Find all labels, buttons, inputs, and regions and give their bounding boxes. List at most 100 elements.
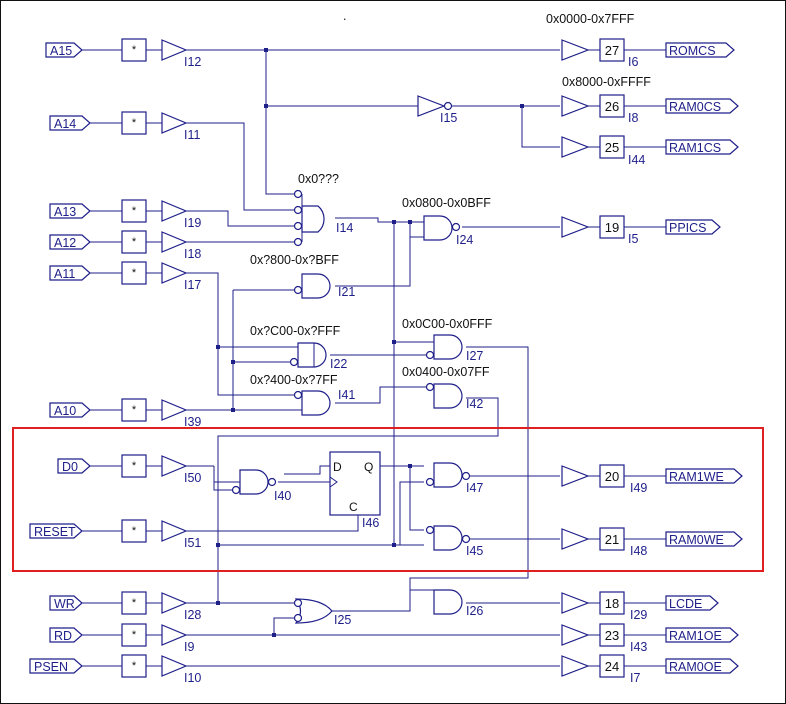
- svg-text:24: 24: [605, 659, 619, 674]
- svg-text:*: *: [132, 525, 137, 537]
- input-label-a15: A15: [50, 44, 72, 58]
- ff-pin-d: D: [333, 460, 342, 474]
- gate-i27-nand: I27: [425, 334, 483, 363]
- svg-text:I47: I47: [466, 481, 483, 495]
- svg-text:*: *: [132, 205, 137, 217]
- label-i11: I11: [184, 128, 200, 142]
- address-label-q400: 0x?400-0x?7FF: [250, 373, 338, 387]
- svg-text:26: 26: [605, 99, 619, 114]
- output-buffers: 27 I6 26 I8 25 I44 19 I5 20 I49: [561, 38, 647, 685]
- svg-text:I14: I14: [336, 221, 353, 235]
- address-label-ram: 0x8000-0xFFFF: [562, 75, 651, 89]
- input-label-a14: A14: [54, 117, 76, 131]
- label-i10: I10: [184, 671, 201, 685]
- gate-i41-and: I41: [293, 388, 355, 416]
- output-driver-ram1we: 20 I49: [561, 464, 647, 495]
- input-buffer-i17: * I17: [121, 261, 201, 292]
- output-driver-ppics: 19 I5: [561, 215, 638, 246]
- svg-text:25: 25: [605, 140, 619, 155]
- ff-pin-q: Q: [364, 460, 373, 474]
- svg-text:*: *: [132, 44, 137, 56]
- input-label-a10: A10: [54, 404, 76, 418]
- svg-text:RAM0OE: RAM0OE: [669, 660, 722, 674]
- input-label-psen: PSEN: [34, 660, 68, 674]
- output-port-ram0oe: RAM0OE: [665, 658, 739, 674]
- svg-text:RAM1CS: RAM1CS: [669, 141, 721, 155]
- input-port-reset: RESET: [29, 523, 83, 539]
- svg-text:I42: I42: [466, 397, 483, 411]
- input-port-a13: A13: [49, 203, 91, 219]
- input-port-d0: D0: [57, 458, 91, 474]
- svg-text:RAM0WE: RAM0WE: [669, 533, 724, 547]
- svg-text:*: *: [132, 236, 137, 248]
- input-label-a13: A13: [54, 205, 76, 219]
- gate-i22-and: I22: [289, 342, 347, 371]
- address-label-qc00: 0x?C00-0x?FFF: [250, 324, 341, 338]
- svg-text:*: *: [132, 597, 137, 609]
- label-i50: I50: [184, 471, 201, 485]
- input-ports: A15 A14 A13 A12 A11 A10 D0 RESET: [29, 42, 91, 674]
- address-label-ppi: 0x0800-0x0BFF: [402, 196, 491, 210]
- input-label-d0: D0: [62, 460, 78, 474]
- output-driver-ram1oe: 23 I43: [561, 623, 647, 654]
- svg-text:I24: I24: [456, 233, 473, 247]
- svg-text:*: *: [132, 404, 137, 416]
- gate-i24-nand: I24: [423, 215, 473, 247]
- svg-text:I40: I40: [274, 489, 291, 503]
- svg-text:LCDE: LCDE: [669, 597, 702, 611]
- svg-text:21: 21: [605, 532, 619, 547]
- input-buffers: * I12 * I11 * I19 * I18 * I17: [121, 38, 201, 685]
- svg-text:RAM0CS: RAM0CS: [669, 100, 721, 114]
- address-label-rom: 0x0000-0x7FFF: [546, 12, 635, 26]
- highlight-box: [12, 427, 764, 572]
- input-port-wr: WR: [49, 595, 83, 611]
- output-port-ram0cs: RAM0CS: [665, 98, 739, 114]
- wires: [82, 49, 666, 667]
- gate-i25-or: I25: [293, 598, 351, 627]
- svg-text:*: *: [132, 117, 137, 129]
- svg-text:RAM1WE: RAM1WE: [669, 470, 724, 484]
- svg-text:PPICS: PPICS: [669, 221, 707, 235]
- input-port-psen: PSEN: [29, 658, 83, 674]
- label-i39: I39: [184, 415, 201, 429]
- gate-i14-and: I14: [293, 189, 353, 247]
- svg-text:I21: I21: [338, 285, 355, 299]
- svg-text:19: 19: [605, 220, 619, 235]
- input-label-reset: RESET: [34, 525, 76, 539]
- input-buffer-i9: * I9: [121, 623, 194, 654]
- svg-text:*: *: [132, 629, 137, 641]
- input-label-wr: WR: [54, 597, 75, 611]
- svg-text:*: *: [132, 460, 137, 472]
- label-i17: I17: [184, 278, 201, 292]
- svg-text:RAM1OE: RAM1OE: [669, 629, 722, 643]
- gate-i26-and: I26: [433, 589, 483, 618]
- input-buffer-i18: * I18: [121, 230, 201, 261]
- flipflop-i46: D Q C I46: [329, 451, 381, 530]
- input-port-rd: RD: [49, 627, 83, 643]
- output-port-ram1we: RAM1WE: [665, 468, 743, 484]
- input-label-a11: A11: [54, 267, 75, 281]
- gate-i15-inverter: I15: [417, 95, 457, 125]
- stray-dot: .: [343, 9, 346, 23]
- output-port-ram0we: RAM0WE: [665, 531, 743, 547]
- svg-text:I43: I43: [630, 640, 647, 654]
- svg-text:23: 23: [605, 628, 619, 643]
- gate-i21-and: I21: [293, 273, 355, 299]
- input-label-a12: A12: [54, 236, 76, 250]
- svg-text:I26: I26: [466, 604, 483, 618]
- output-driver-romcs: 27 I6: [561, 38, 638, 69]
- input-buffer-i28: * I28: [121, 591, 201, 622]
- input-buffer-i10: * I10: [121, 654, 201, 685]
- svg-text:I7: I7: [630, 671, 640, 685]
- gate-i45-nand: I45: [425, 525, 483, 558]
- input-buffer-i39: * I39: [121, 398, 201, 429]
- input-port-a15: A15: [45, 42, 83, 58]
- svg-text:18: 18: [605, 596, 619, 611]
- output-driver-ram0oe: 24 I7: [561, 654, 640, 685]
- label-i28: I28: [184, 608, 201, 622]
- input-port-a10: A10: [49, 402, 91, 418]
- output-driver-ram0cs: 26 I8: [561, 94, 638, 125]
- output-driver-lcde: 18 I29: [561, 591, 647, 622]
- svg-text:I29: I29: [630, 608, 647, 622]
